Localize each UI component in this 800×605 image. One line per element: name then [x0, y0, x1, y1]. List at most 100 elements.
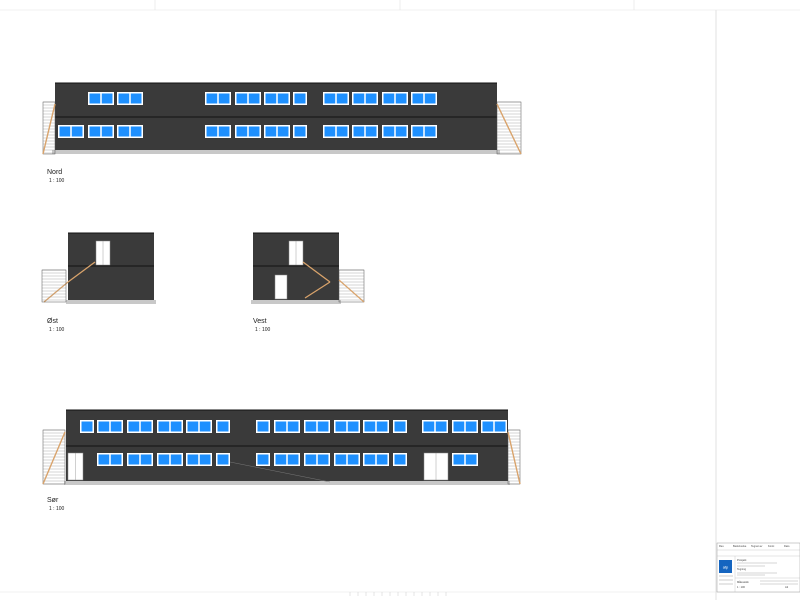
- view-label-sor: Sør: [47, 497, 59, 504]
- tb-field-drawn-by: Tegnet av: [751, 544, 763, 548]
- window-pane: [140, 454, 152, 465]
- window-pane: [335, 421, 347, 432]
- tb-field-scale-label: Målestokk: [737, 580, 749, 584]
- window-pane: [98, 454, 110, 465]
- window-pane: [275, 454, 287, 465]
- view-scale-vest: 1 : 100: [255, 327, 271, 333]
- company-logo: [719, 560, 732, 573]
- window-pane: [170, 421, 182, 432]
- stair-stringer: [67, 261, 96, 283]
- view-scale-nord: 1 : 100: [49, 178, 65, 184]
- stair-stringer: [42, 103, 56, 155]
- window-pane: [265, 126, 277, 137]
- window-pane: [89, 93, 101, 104]
- window-pane: [494, 421, 506, 432]
- window-pane: [277, 126, 289, 137]
- window-pane: [412, 93, 424, 104]
- window-pane: [287, 454, 299, 465]
- tb-field-rev: Rev.: [719, 544, 724, 548]
- window-pane: [395, 93, 407, 104]
- window-pane: [110, 454, 122, 465]
- window-pane: [206, 126, 218, 137]
- window-pane: [376, 421, 388, 432]
- window-pane: [140, 421, 152, 432]
- window-pane: [365, 93, 377, 104]
- tb-field-size: A2: [785, 585, 789, 589]
- logo-text: atp: [723, 565, 729, 570]
- elevation-vest: [251, 232, 365, 304]
- window-pane: [187, 421, 199, 432]
- window-pane: [217, 454, 229, 465]
- window-pane: [305, 454, 317, 465]
- window-pane: [424, 93, 436, 104]
- window-pane: [287, 421, 299, 432]
- window-pane: [265, 93, 277, 104]
- window-pane: [199, 421, 211, 432]
- window-pane: [118, 126, 130, 137]
- window-pane: [236, 126, 248, 137]
- ground-strip: [52, 150, 500, 154]
- ramp-line: [229, 461, 331, 483]
- windows-nord: [58, 92, 437, 138]
- ground-strip: [64, 481, 510, 485]
- view-scale-ost: 1 : 100: [49, 327, 65, 333]
- window-pane: [277, 93, 289, 104]
- window-pane: [275, 421, 287, 432]
- window-pane: [118, 93, 130, 104]
- window-pane: [248, 93, 260, 104]
- window-pane: [217, 421, 229, 432]
- window-pane: [424, 126, 436, 137]
- window-pane: [453, 421, 465, 432]
- stairs-nord: [42, 101, 522, 155]
- window-pane: [130, 93, 142, 104]
- elevation-ost: [41, 232, 156, 304]
- window-pane: [187, 454, 199, 465]
- stair-stringer: [304, 281, 331, 299]
- ground-strip: [251, 300, 341, 304]
- elevation-sor: [42, 409, 521, 485]
- window-pane: [453, 454, 465, 465]
- window-pane: [101, 126, 113, 137]
- window-pane: [383, 93, 395, 104]
- window-pane: [364, 421, 376, 432]
- window-pane: [128, 421, 140, 432]
- elevation-nord: [42, 82, 522, 155]
- window-pane: [465, 454, 477, 465]
- window-pane: [130, 126, 142, 137]
- window-pane: [336, 93, 348, 104]
- stair-stringer: [302, 261, 331, 283]
- stairs-ost: [41, 261, 96, 303]
- window-pane: [218, 93, 230, 104]
- ground-strip: [66, 300, 156, 304]
- window-pane: [128, 454, 140, 465]
- door-lower: [274, 274, 288, 300]
- window-pane: [394, 454, 406, 465]
- window-pane: [336, 126, 348, 137]
- stair-stringer: [496, 103, 522, 155]
- windows-sor: [80, 420, 507, 466]
- window-pane: [170, 454, 182, 465]
- window-pane: [218, 126, 230, 137]
- window-pane: [394, 421, 406, 432]
- tb-field-checked: Kontr.: [768, 544, 775, 548]
- window-pane: [101, 93, 113, 104]
- tb-field-description: Beskrivelse: [733, 544, 747, 548]
- window-pane: [110, 421, 122, 432]
- window-pane: [364, 454, 376, 465]
- window-pane: [71, 126, 83, 137]
- window-pane: [59, 126, 71, 137]
- view-scale-sor: 1 : 100: [49, 506, 65, 512]
- window-pane: [248, 126, 260, 137]
- stair-stringer: [43, 281, 69, 303]
- window-pane: [353, 126, 365, 137]
- window-pane: [482, 421, 494, 432]
- title-block: atp Rev. Beskrivelse Tegnet av Kontr. Da…: [716, 542, 800, 593]
- window-pane: [353, 93, 365, 104]
- window-pane: [317, 454, 329, 465]
- window-pane: [383, 126, 395, 137]
- window-pane: [257, 454, 269, 465]
- stair-frame: [41, 269, 67, 303]
- window-pane: [365, 126, 377, 137]
